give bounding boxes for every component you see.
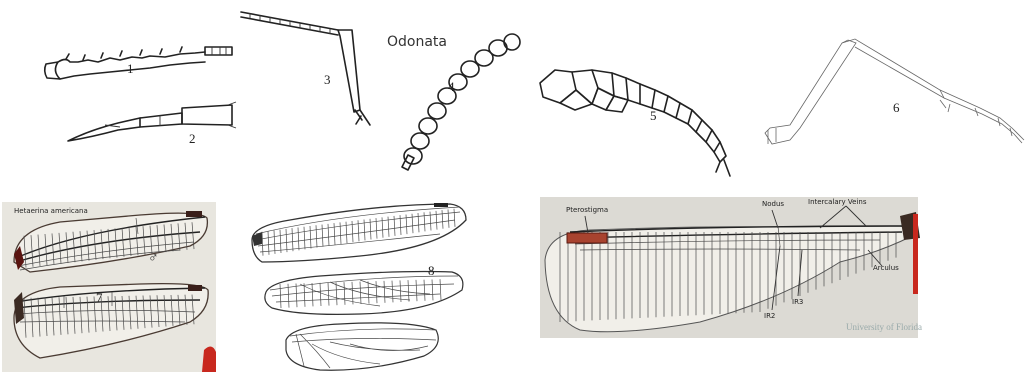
photo-left-wings: Hetaerina americana bbox=[2, 202, 216, 372]
label-pterostigma: Pterostigma bbox=[566, 206, 608, 214]
figure-4-number: 4 bbox=[448, 79, 455, 94]
middle-wing-c bbox=[286, 323, 438, 370]
middle-figure-number: 8 bbox=[428, 263, 435, 278]
label-arculus: Arculus bbox=[873, 264, 899, 272]
figure-6-number: 6 bbox=[893, 100, 900, 115]
photo-left-sex-symbol: ♂ bbox=[148, 251, 159, 266]
photo-left-figure-number: 7 bbox=[96, 290, 103, 305]
figure-5-drawing bbox=[540, 70, 730, 176]
label-intercalary-veins: Intercalary Veins bbox=[808, 198, 867, 206]
figure-3-drawing bbox=[241, 12, 370, 125]
label-nodus: Nodus bbox=[762, 200, 784, 208]
photo-right-watermark: University of Florida bbox=[846, 322, 922, 332]
figure-4-drawing bbox=[402, 34, 520, 170]
figure-2-number: 2 bbox=[189, 131, 196, 146]
figure-1-number: 1 bbox=[127, 61, 134, 76]
figure-1-drawing bbox=[45, 47, 232, 79]
figure-2-drawing bbox=[68, 102, 236, 141]
figure-5-number: 5 bbox=[650, 108, 657, 123]
figure-3-number: 3 bbox=[324, 72, 331, 87]
title-odonata: Odonata bbox=[387, 34, 447, 50]
label-rs2: IR3 bbox=[792, 298, 803, 306]
figure-6-drawing bbox=[765, 39, 1024, 144]
photo-left-caption: Hetaerina americana bbox=[14, 207, 88, 215]
label-rs1: IR2 bbox=[764, 312, 775, 320]
photo-right-wing bbox=[540, 197, 920, 338]
middle-wings-drawing bbox=[252, 203, 466, 370]
